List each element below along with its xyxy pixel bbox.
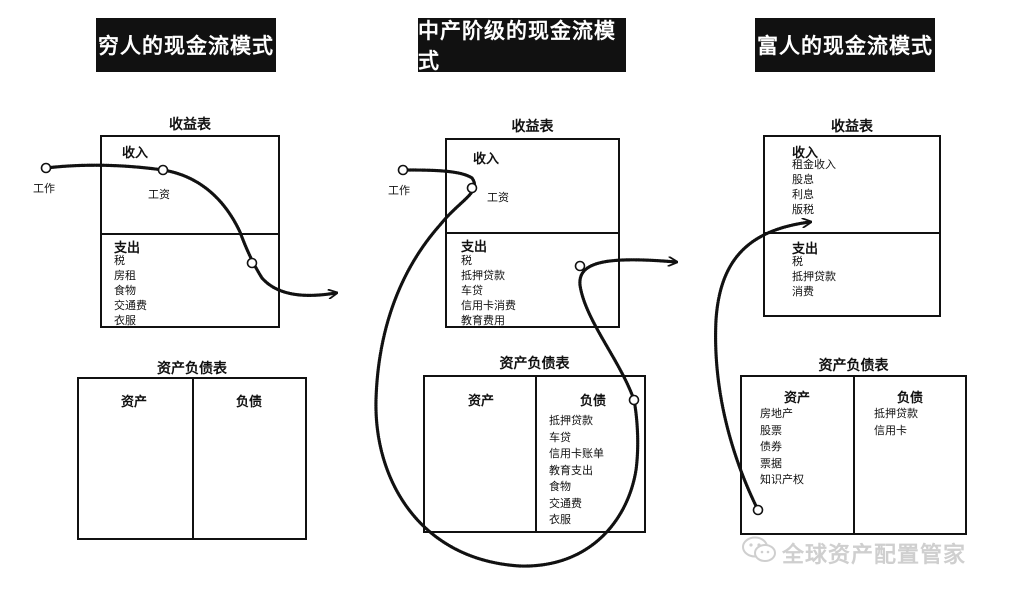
- list-item: 租金收入: [792, 158, 836, 171]
- list-item: 消费: [792, 285, 814, 298]
- list-item: 教育费用: [461, 314, 505, 327]
- poor-income-list: 工资: [148, 187, 170, 202]
- poor-title: 穷人的现金流模式: [96, 18, 276, 72]
- watermark-text: 全球资产配置管家: [782, 543, 967, 568]
- list-item: 税: [114, 254, 125, 267]
- list-item: 抵押贷款: [874, 407, 918, 420]
- rich-liabilities-heading: 负债: [897, 391, 924, 406]
- rich-title: 富人的现金流模式: [755, 18, 935, 72]
- poor-work-label: 工作: [33, 182, 55, 195]
- rich-income-heading: 收入: [792, 146, 819, 161]
- list-item: 信用卡: [874, 423, 907, 437]
- list-item: 工资: [148, 188, 170, 201]
- list-item: 知识产权: [760, 473, 804, 486]
- list-item: 信用卡消费: [461, 299, 516, 312]
- list-item: 食物: [114, 284, 136, 297]
- list-item: 税: [461, 254, 472, 267]
- middle-liabilities-heading: 负债: [580, 394, 607, 409]
- rich-income-statement-label: 收益表: [831, 119, 873, 135]
- poor-income-statement: 收入 工资 支出 税 房租 食物 交通费 衣服: [100, 135, 280, 328]
- poor-balance-sheet-label: 资产负债表: [157, 361, 227, 377]
- middle-expense-list: 税 抵押贷款 车贷 信用卡消费 教育费用: [461, 253, 516, 328]
- list-item: 食物: [549, 480, 571, 493]
- list-item: 交通费: [549, 496, 582, 510]
- watermark: 全球资产配置管家: [742, 536, 966, 570]
- middle-income-divider: [447, 232, 618, 234]
- list-item: 利息: [792, 188, 814, 201]
- poor-liabilities-heading: 负债: [236, 395, 263, 410]
- list-item: 衣服: [114, 314, 136, 327]
- middle-income-statement: 收入 工资 支出 税 抵押贷款 车贷 信用卡消费 教育费用: [445, 138, 620, 328]
- list-item: 信用卡账单: [549, 447, 604, 460]
- rich-liabilities-list: 抵押贷款 信用卡: [874, 406, 918, 439]
- rich-balance-divider: [853, 377, 855, 533]
- list-item: 抵押贷款: [549, 414, 593, 427]
- list-item: 车贷: [461, 284, 483, 297]
- list-item: 债券: [760, 440, 782, 453]
- rich-balance-sheet: 资产 负债 房地产 股票 债券 票据 知识产权 抵押贷款 信用卡: [740, 375, 967, 535]
- list-item: 房租: [114, 269, 136, 282]
- middle-work-label: 工作: [388, 184, 410, 197]
- list-item: 教育支出: [549, 463, 593, 477]
- poor-income-statement-label: 收益表: [169, 117, 211, 133]
- list-item: 交通费: [114, 299, 147, 312]
- poor-income-heading: 收入: [122, 146, 149, 161]
- list-item: 工资: [487, 191, 509, 204]
- list-item: 抵押贷款: [461, 269, 505, 282]
- middle-income-list: 工资: [487, 190, 509, 205]
- middle-balance-divider: [535, 377, 537, 531]
- poor-income-divider: [102, 233, 278, 235]
- rich-assets-list: 房地产 股票 债券 票据 知识产权: [760, 406, 804, 489]
- middle-balance-sheet: 资产 负债 抵押贷款 车贷 信用卡账单 教育支出 食物 交通费 衣服: [423, 375, 646, 533]
- middle-income-statement-label: 收益表: [511, 119, 554, 135]
- rich-income-statement: 收入 租金收入 股息 利息 版税 支出 税 抵押贷款 消费: [763, 135, 941, 317]
- poor-balance-sheet: 资产 负债: [77, 377, 307, 540]
- list-item: 房地产: [760, 407, 793, 420]
- rich-assets-heading: 资产: [784, 391, 811, 406]
- list-item: 衣服: [549, 513, 571, 526]
- list-item: 股票: [760, 423, 782, 437]
- list-item: 股息: [792, 173, 814, 186]
- poor-balance-divider: [192, 379, 194, 538]
- middle-assets-heading: 资产: [468, 394, 495, 409]
- list-item: 票据: [760, 456, 782, 470]
- list-item: 车贷: [549, 430, 571, 444]
- list-item: 税: [792, 255, 803, 268]
- poor-assets-heading: 资产: [121, 395, 148, 410]
- middle-title: 中产阶级的现金流模式: [418, 18, 626, 73]
- list-item: 抵押贷款: [792, 270, 836, 283]
- rich-balance-sheet-label: 资产负债表: [818, 358, 889, 374]
- rich-expense-list: 税 抵押贷款 消费: [792, 254, 836, 299]
- list-item: 版税: [792, 203, 814, 216]
- wechat-icon: [742, 536, 776, 570]
- rich-income-list: 租金收入 股息 利息 版税: [792, 157, 836, 217]
- middle-balance-sheet-label: 资产负债表: [499, 356, 570, 372]
- rich-income-divider: [765, 232, 939, 234]
- middle-liabilities-list: 抵押贷款 车贷 信用卡账单 教育支出 食物 交通费 衣服: [549, 413, 604, 529]
- poor-expense-list: 税 房租 食物 交通费 衣服: [114, 253, 147, 328]
- middle-income-heading: 收入: [473, 152, 500, 167]
